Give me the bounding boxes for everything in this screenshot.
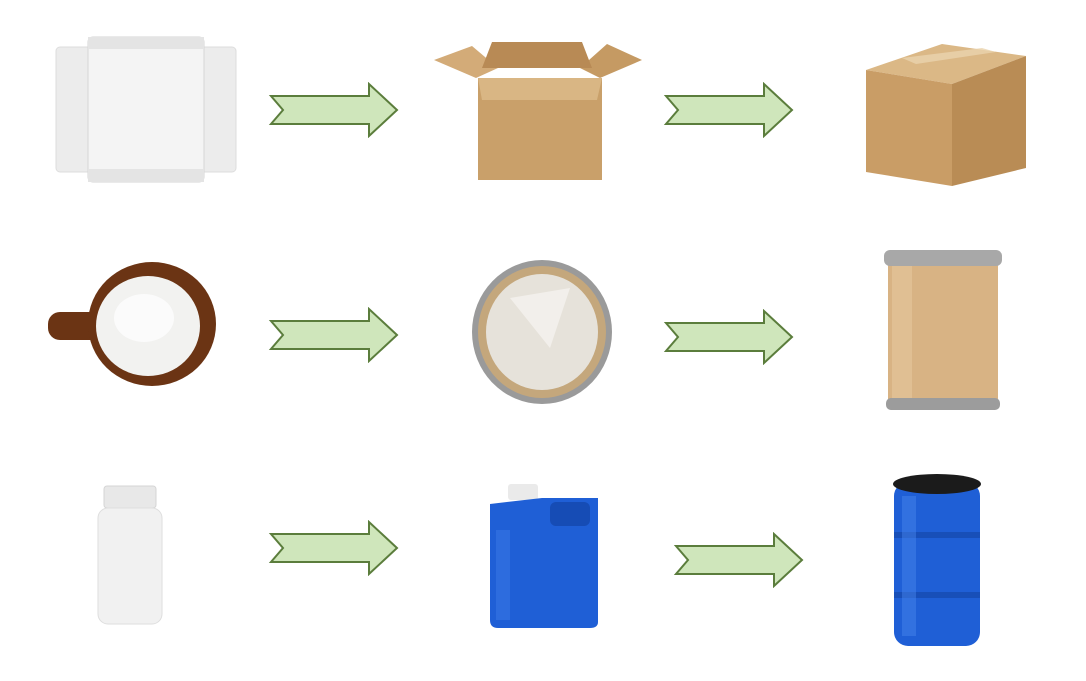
arrow-right-icon xyxy=(663,309,795,365)
arrow-right-icon xyxy=(663,82,795,138)
powder-spoon-icon xyxy=(48,262,218,392)
arrow-right-icon xyxy=(268,82,400,138)
fiber-drum-icon xyxy=(884,248,1002,412)
open-cardboard-box-icon xyxy=(432,38,644,183)
white-foil-pouches-icon xyxy=(52,35,242,185)
arrow-right-icon xyxy=(673,532,805,588)
arrow-right-icon xyxy=(268,520,400,576)
blue-plastic-barrel-icon xyxy=(888,472,986,650)
blue-jerrycan-icon xyxy=(486,482,602,630)
sealed-cardboard-box-icon xyxy=(862,40,1030,190)
lined-fiber-drum-open-icon xyxy=(470,258,614,406)
arrow-right-icon xyxy=(268,307,400,363)
white-plastic-bottle-icon xyxy=(96,484,164,626)
